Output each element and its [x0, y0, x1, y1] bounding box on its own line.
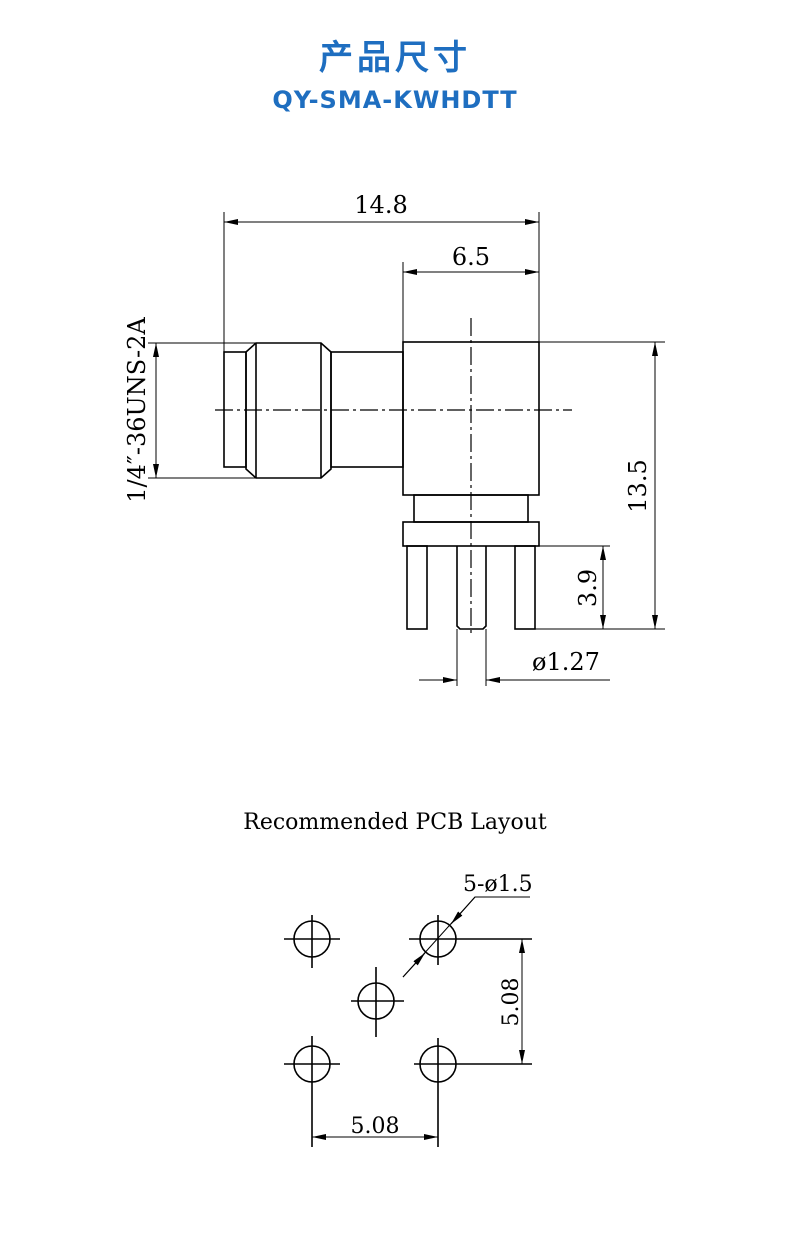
dim-pin-length: 3.9 — [574, 569, 602, 607]
hole-center — [351, 967, 404, 1037]
center-pin — [456, 546, 487, 630]
ground-pin-right — [514, 545, 536, 630]
hole-top-left — [284, 915, 340, 968]
dim-body-width: 6.5 — [452, 243, 490, 271]
pad-holes — [284, 915, 532, 1147]
pcb-layout: Recommended PCB Layout 5-ø1.5 5.08 5.08 — [243, 810, 547, 1147]
hole-bottom-left — [284, 1036, 340, 1147]
model-number: QY-SMA-KWHDTT — [272, 86, 518, 114]
dim-total-length: 14.8 — [354, 191, 407, 219]
dim-vertical-pitch: 5.08 — [499, 978, 524, 1027]
hole-top-right — [409, 915, 532, 965]
hole-bottom-right — [414, 1038, 532, 1147]
dim-height: 13.5 — [624, 459, 652, 512]
dim-horizontal-pitch: 5.08 — [351, 1114, 400, 1139]
dim-pin-diameter: ø1.27 — [532, 648, 600, 676]
pcb-layout-title: Recommended PCB Layout — [243, 810, 547, 835]
ground-pin-left — [406, 545, 428, 630]
page-title: 产品尺寸 — [319, 38, 471, 78]
thread-spec: 1/4″-36UNS-2A — [123, 317, 151, 503]
connector-side-view: 14.8 6.5 13.5 3.9 ø1.27 1/4″-36UNS-2A — [123, 191, 665, 686]
hole-callout: 5-ø1.5 — [463, 872, 533, 897]
